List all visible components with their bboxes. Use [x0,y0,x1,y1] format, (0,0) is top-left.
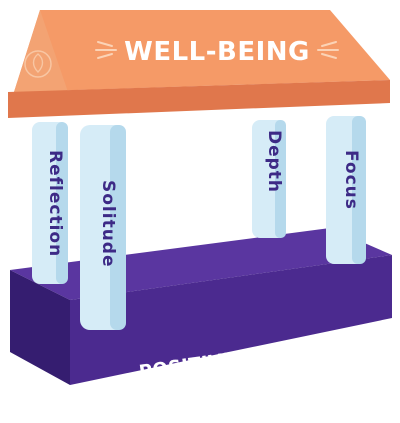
column-label-reflection: Reflection [45,150,65,257]
leaf-icon [24,50,52,78]
column-label-focus: Focus [341,150,361,210]
roof-decoration [95,41,339,59]
column-reflection: Reflection [32,122,68,284]
column-depth: Depth [252,120,286,238]
roof: WELL-BEING [8,10,390,118]
column-focus: Focus [326,116,366,264]
column-solitude: Solitude [80,125,126,330]
roof-label: WELL-BEING [124,37,310,67]
column-label-depth: Depth [264,130,284,193]
column-label-solitude: Solitude [98,180,118,268]
